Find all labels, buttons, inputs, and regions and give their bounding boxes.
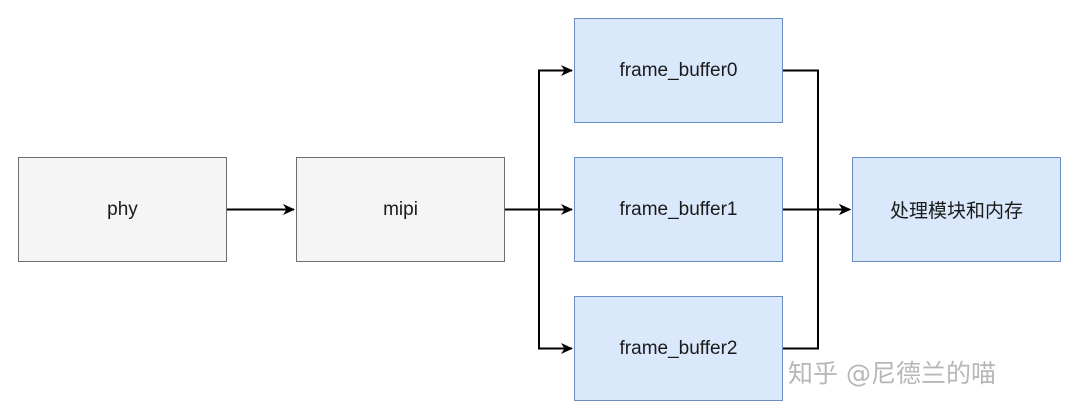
phy-node-label: phy xyxy=(107,198,138,220)
frame-buffer0-node: frame_buffer0 xyxy=(574,18,783,123)
edge-mipi-frame-buffer0 xyxy=(505,65,573,211)
edge-frame-buffer0-processing xyxy=(783,69,851,215)
processing-memory-label: 处理模块和内存 xyxy=(889,200,1023,222)
processing-memory-node: 处理模块和内存 xyxy=(852,157,1061,262)
frame-buffer1-node: frame_buffer1 xyxy=(574,157,783,262)
frame-buffer1-label: frame_buffer1 xyxy=(619,198,738,220)
frame-buffer0-label: frame_buffer0 xyxy=(619,59,738,81)
frame-buffer2-node: frame_buffer2 xyxy=(574,296,783,401)
frame-buffer2-label: frame_buffer2 xyxy=(619,337,738,359)
mipi-node-label: mipi xyxy=(383,198,418,220)
edge-frame-buffer2-processing xyxy=(783,204,851,350)
phy-node: phy xyxy=(18,157,227,262)
mipi-node: mipi xyxy=(296,157,505,262)
edge-mipi-frame-buffer2 xyxy=(505,208,573,354)
watermark: 知乎 @尼德兰的喵 xyxy=(788,359,996,388)
